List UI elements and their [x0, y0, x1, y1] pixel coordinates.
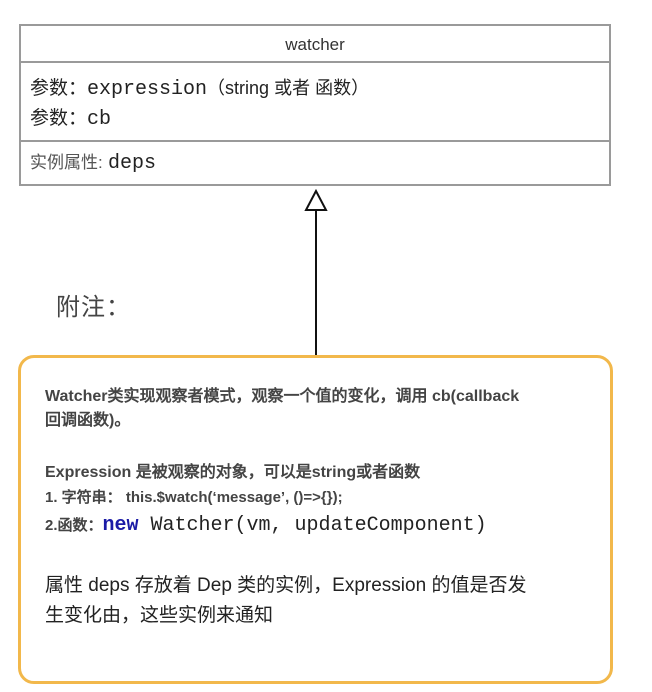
param1-type: （string 或者 函数） — [207, 78, 370, 98]
note-line-5-lead: 2.函数： — [45, 517, 103, 534]
class-attributes-section: 实例属性: deps — [21, 142, 609, 178]
attr-name: deps — [108, 152, 157, 175]
param-cb: 参数：cb — [30, 103, 609, 133]
new-keyword: new — [102, 514, 139, 537]
note-line-1: Watcher类实现观察者模式，观察一个值的变化，调用 cb(callback — [45, 388, 520, 405]
attr-deps: 实例属性: deps — [30, 148, 609, 178]
class-params-section: 参数：expression（string 或者 函数） 参数：cb — [21, 63, 609, 142]
hollow-arrowhead-icon — [304, 188, 328, 211]
note-line-2: 回调函数)。 — [45, 412, 131, 429]
note-line-4: 1. 字符串： this.$watch(‘message’, ()=>{}); — [45, 489, 343, 506]
param1-name: expression — [87, 78, 208, 101]
attr-label: 实例属性: — [30, 153, 103, 172]
param2-label: 参数： — [30, 107, 88, 129]
annotation-note-box: Watcher类实现观察者模式，观察一个值的变化，调用 cb(callback … — [18, 355, 613, 684]
param1-label: 参数： — [30, 77, 88, 99]
note-line-5: 2.函数：new Watcher(vm, updateComponent) — [45, 512, 487, 540]
watcher-class-box: watcher 参数：expression（string 或者 函数） 参数：c… — [19, 24, 611, 186]
note-line-7: 生变化由，这些实例来通知 — [45, 605, 274, 626]
class-name: watcher — [21, 26, 609, 63]
param-expression: 参数：expression（string 或者 函数） — [30, 73, 609, 103]
note-line-6: 属性 deps 存放着 Dep 类的实例，Expression 的值是否发 — [45, 575, 527, 596]
param2-name: cb — [87, 108, 112, 131]
note-line-3: Expression 是被观察的对象，可以是string或者函数 — [45, 464, 421, 481]
side-note-label: 附注： — [56, 294, 131, 321]
watcher-constructor-code: Watcher(vm, updateComponent) — [138, 514, 487, 537]
